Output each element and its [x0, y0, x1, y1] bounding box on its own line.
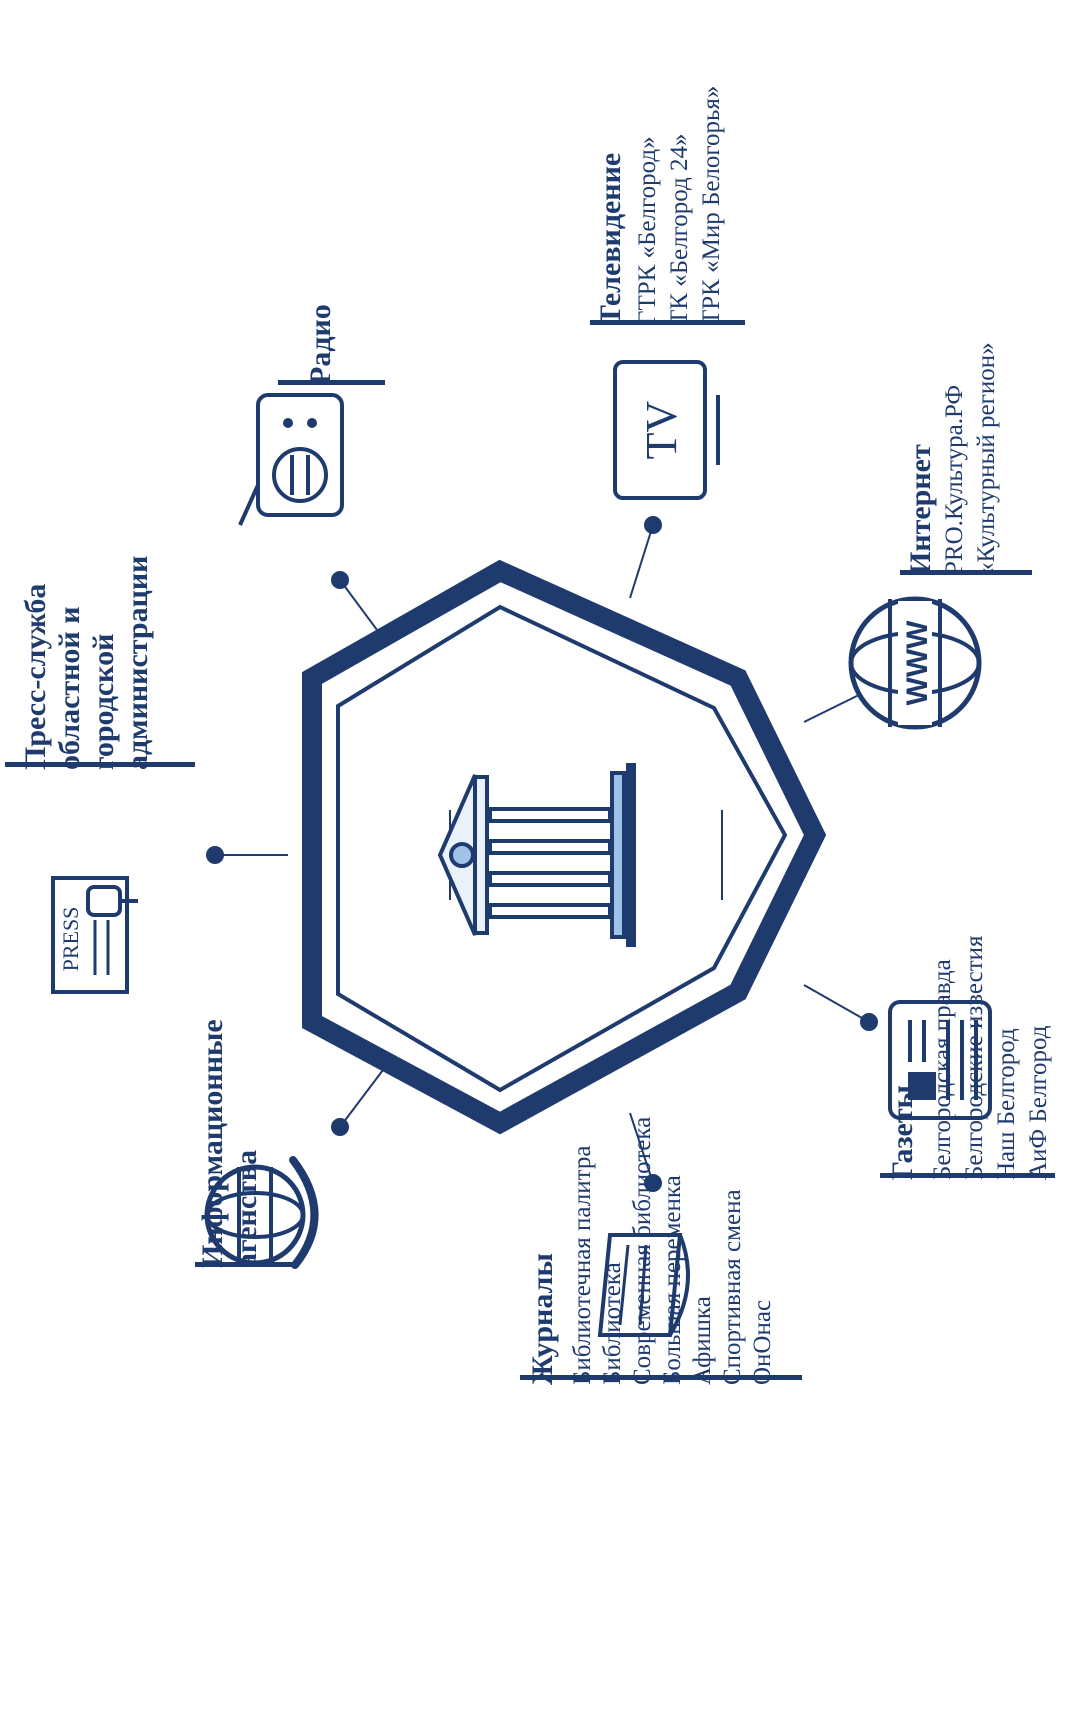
magazines-item: ОнОнас	[749, 1300, 776, 1385]
newspapers-item: Наш Белгород	[993, 1028, 1020, 1180]
tv-item: ТРК «Мир Белогорья»	[698, 86, 725, 325]
internet-item: PRO.Культура.РФ	[941, 385, 968, 575]
connector-dot	[644, 1174, 662, 1192]
magazines-title-bar	[520, 1375, 802, 1380]
magazines-item: Современная библиотека	[629, 1117, 656, 1385]
node-radio: Радио	[238, 304, 385, 526]
magazines-item: Библиотека	[599, 1262, 626, 1385]
agencies-title-line: Информационные	[196, 1019, 229, 1268]
press-title-line: Пресс-служба	[19, 584, 52, 770]
newspapers-item: Белгородская правда	[929, 959, 956, 1180]
magazines-title-line: Журналы	[526, 1253, 559, 1385]
internet-title-line: Интернет	[904, 444, 937, 575]
internet-title-bar	[900, 570, 1032, 575]
magazines-title: Журналы	[526, 1253, 559, 1385]
connector-dot	[331, 1118, 349, 1136]
internet-items: PRO.Культура.РФ«Культурный регион»	[941, 342, 1000, 575]
magazines-item: Спортивная смена	[719, 1189, 746, 1385]
press-title-bar	[5, 762, 195, 767]
internet-title: Интернет	[904, 444, 937, 575]
connectors	[206, 516, 878, 1192]
press-title-line: администрации	[121, 556, 154, 770]
tv-item: ГТРК «Белгород»	[634, 136, 661, 325]
magazines-item: Библиотечная палитра	[569, 1146, 596, 1385]
tv-title: Телевидение	[594, 153, 627, 325]
radio-title-bar	[278, 380, 385, 385]
connector-dot	[860, 1013, 878, 1031]
connector-dot	[644, 516, 662, 534]
magazines-item: Афишка	[689, 1296, 716, 1385]
museum-building-icon	[437, 763, 636, 947]
press-release-icon: PRESS	[51, 876, 138, 994]
svg-text:PRESS: PRESS	[58, 907, 83, 972]
magazines-item: Большая переменка	[659, 1175, 686, 1385]
newspapers-title-bar	[880, 1173, 1055, 1178]
www-globe-icon: WWW	[848, 596, 982, 730]
newspapers-title-line: Газеты	[886, 1085, 919, 1180]
magazine-icon	[597, 1233, 690, 1337]
connector-dot	[206, 846, 224, 864]
agencies-title-bar	[195, 1262, 295, 1267]
newspaper-icon	[888, 1000, 992, 1120]
tv-icon-text: TV	[637, 400, 686, 459]
tv-items: ГТРК «Белгород»ТК «Белгород 24»ТРК «Мир …	[634, 86, 725, 325]
press-title-line: городской	[87, 634, 120, 770]
internet-item: «Культурный регион»	[973, 342, 1000, 575]
newspapers-item: АиФ Белгород	[1025, 1025, 1052, 1180]
www-icon-text: WWW	[901, 620, 934, 706]
globe-phone-icon	[204, 1156, 319, 1269]
newspapers-item: Белгородские известия	[961, 935, 988, 1180]
tv-title-line: Телевидение	[594, 153, 627, 325]
radio-title-line: Радио	[304, 304, 337, 385]
tv-icon: TV	[613, 360, 720, 500]
connector-dot	[331, 571, 349, 589]
tv-title-bar	[590, 320, 745, 325]
node-internet: WWW Интернет PRO.Культура.РФ«Культурный …	[848, 342, 1032, 730]
node-tv: TV Телевидение ГТРК «Белгород»ТК «Белгор…	[590, 86, 745, 500]
radio-icon	[238, 393, 344, 526]
newspapers-title: Газеты	[886, 1085, 919, 1180]
press-title-line: областной и	[53, 607, 86, 771]
radio-title: Радио	[304, 304, 337, 385]
agencies-title-line: агенства	[230, 1150, 263, 1268]
tv-item: ТК «Белгород 24»	[666, 133, 693, 325]
